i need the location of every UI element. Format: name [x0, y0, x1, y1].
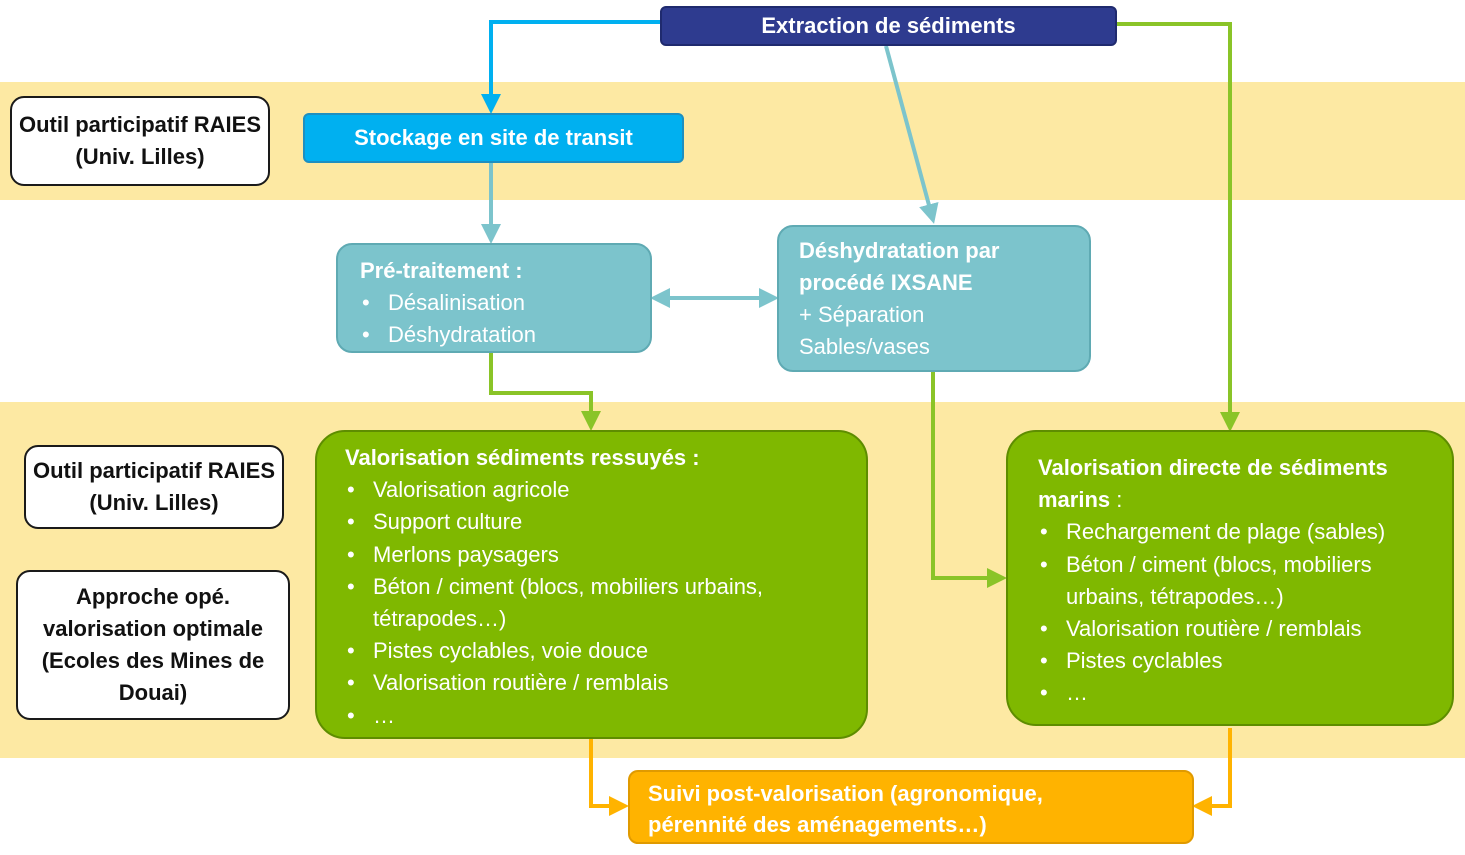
node-extraction-label: Extraction de sédiments: [761, 13, 1016, 38]
tool-box-raies-middle: Outil participatif RAIES (Univ. Lilles): [24, 445, 284, 529]
list-item: …: [345, 700, 850, 732]
arrow-pretraitement-to-valorisation-ressuyes: [489, 352, 601, 431]
node-deshydratation-line2: Sables/vases: [799, 334, 930, 359]
list-item: Valorisation agricole: [345, 474, 850, 506]
arrow-deshydratation-to-valorisation-directe: [931, 370, 1007, 588]
node-valorisation-directe-title-suffix: :: [1110, 487, 1123, 513]
list-item: Merlons paysagers: [345, 539, 850, 571]
node-valorisation-directe-title-text: Valorisation directe de sédiments marins: [1038, 455, 1388, 513]
arrow-extraction-to-valorisation-directe: [1117, 22, 1240, 432]
tool-label: Approche opé. valorisation optimale (Eco…: [41, 584, 265, 705]
node-extraction: Extraction de sédiments: [660, 6, 1117, 46]
arrow-directe-to-suivi: [1192, 728, 1232, 816]
node-stockage-label: Stockage en site de transit: [354, 125, 633, 150]
node-pretraitement-title: Pré-traitement :: [360, 258, 523, 283]
tool-box-mines-douai: Approche opé. valorisation optimale (Eco…: [16, 570, 290, 720]
list-item: Rechargement de plage (sables): [1038, 516, 1438, 548]
node-stockage: Stockage en site de transit: [303, 113, 684, 163]
node-deshydratation-title: Déshydratation par procédé IXSANE: [799, 238, 1000, 295]
list-item: Pistes cyclables: [1038, 645, 1438, 677]
arrow-extraction-to-stockage: [481, 20, 661, 114]
list-item: Béton / ciment (blocs, mobiliers urbains…: [345, 571, 833, 635]
arrow-ressuyes-to-suivi: [589, 738, 629, 816]
tool-label: Outil participatif RAIES (Univ. Lilles): [32, 458, 276, 515]
node-valorisation-directe-title: Valorisation directe de sédiments marins…: [1038, 452, 1428, 516]
list-item: Support culture: [345, 506, 850, 538]
node-suivi-label: Suivi post-valorisation (agronomique, pé…: [648, 781, 1043, 837]
node-valorisation-directe-list: Rechargement de plage (sables) Béton / c…: [1038, 516, 1438, 709]
list-item: Valorisation routière / remblais: [1038, 613, 1438, 645]
node-pretraitement-list: Désalinisation Déshydratation: [360, 287, 640, 351]
tool-label: Outil participatif RAIES (Univ. Lilles): [18, 112, 262, 169]
list-item: Désalinisation: [360, 287, 640, 319]
arrow-extraction-to-deshydratation: [884, 45, 939, 224]
node-valorisation-ressuyes: Valorisation sédiments ressuyés : Valori…: [315, 430, 868, 739]
node-pretraitement: Pré-traitement : Désalinisation Déshydra…: [336, 243, 652, 353]
list-item: Valorisation routière / remblais: [345, 667, 850, 699]
node-valorisation-ressuyes-title: Valorisation sédiments ressuyés :: [345, 445, 700, 470]
node-deshydratation-ixsane: Déshydratation par procédé IXSANE + Sépa…: [777, 225, 1091, 372]
list-item: Béton / ciment (blocs, mobiliers urbains…: [1038, 549, 1426, 613]
node-suivi-post-valorisation: Suivi post-valorisation (agronomique, pé…: [628, 770, 1194, 844]
list-item: Déshydratation: [360, 319, 640, 351]
list-item: …: [1038, 677, 1438, 709]
list-item: Pistes cyclables, voie douce: [345, 635, 850, 667]
node-valorisation-directe: Valorisation directe de sédiments marins…: [1006, 430, 1454, 726]
node-deshydratation-line1: + Séparation: [799, 302, 925, 327]
tool-box-raies-top: Outil participatif RAIES (Univ. Lilles): [10, 96, 270, 186]
node-valorisation-ressuyes-list: Valorisation agricole Support culture Me…: [345, 474, 850, 732]
